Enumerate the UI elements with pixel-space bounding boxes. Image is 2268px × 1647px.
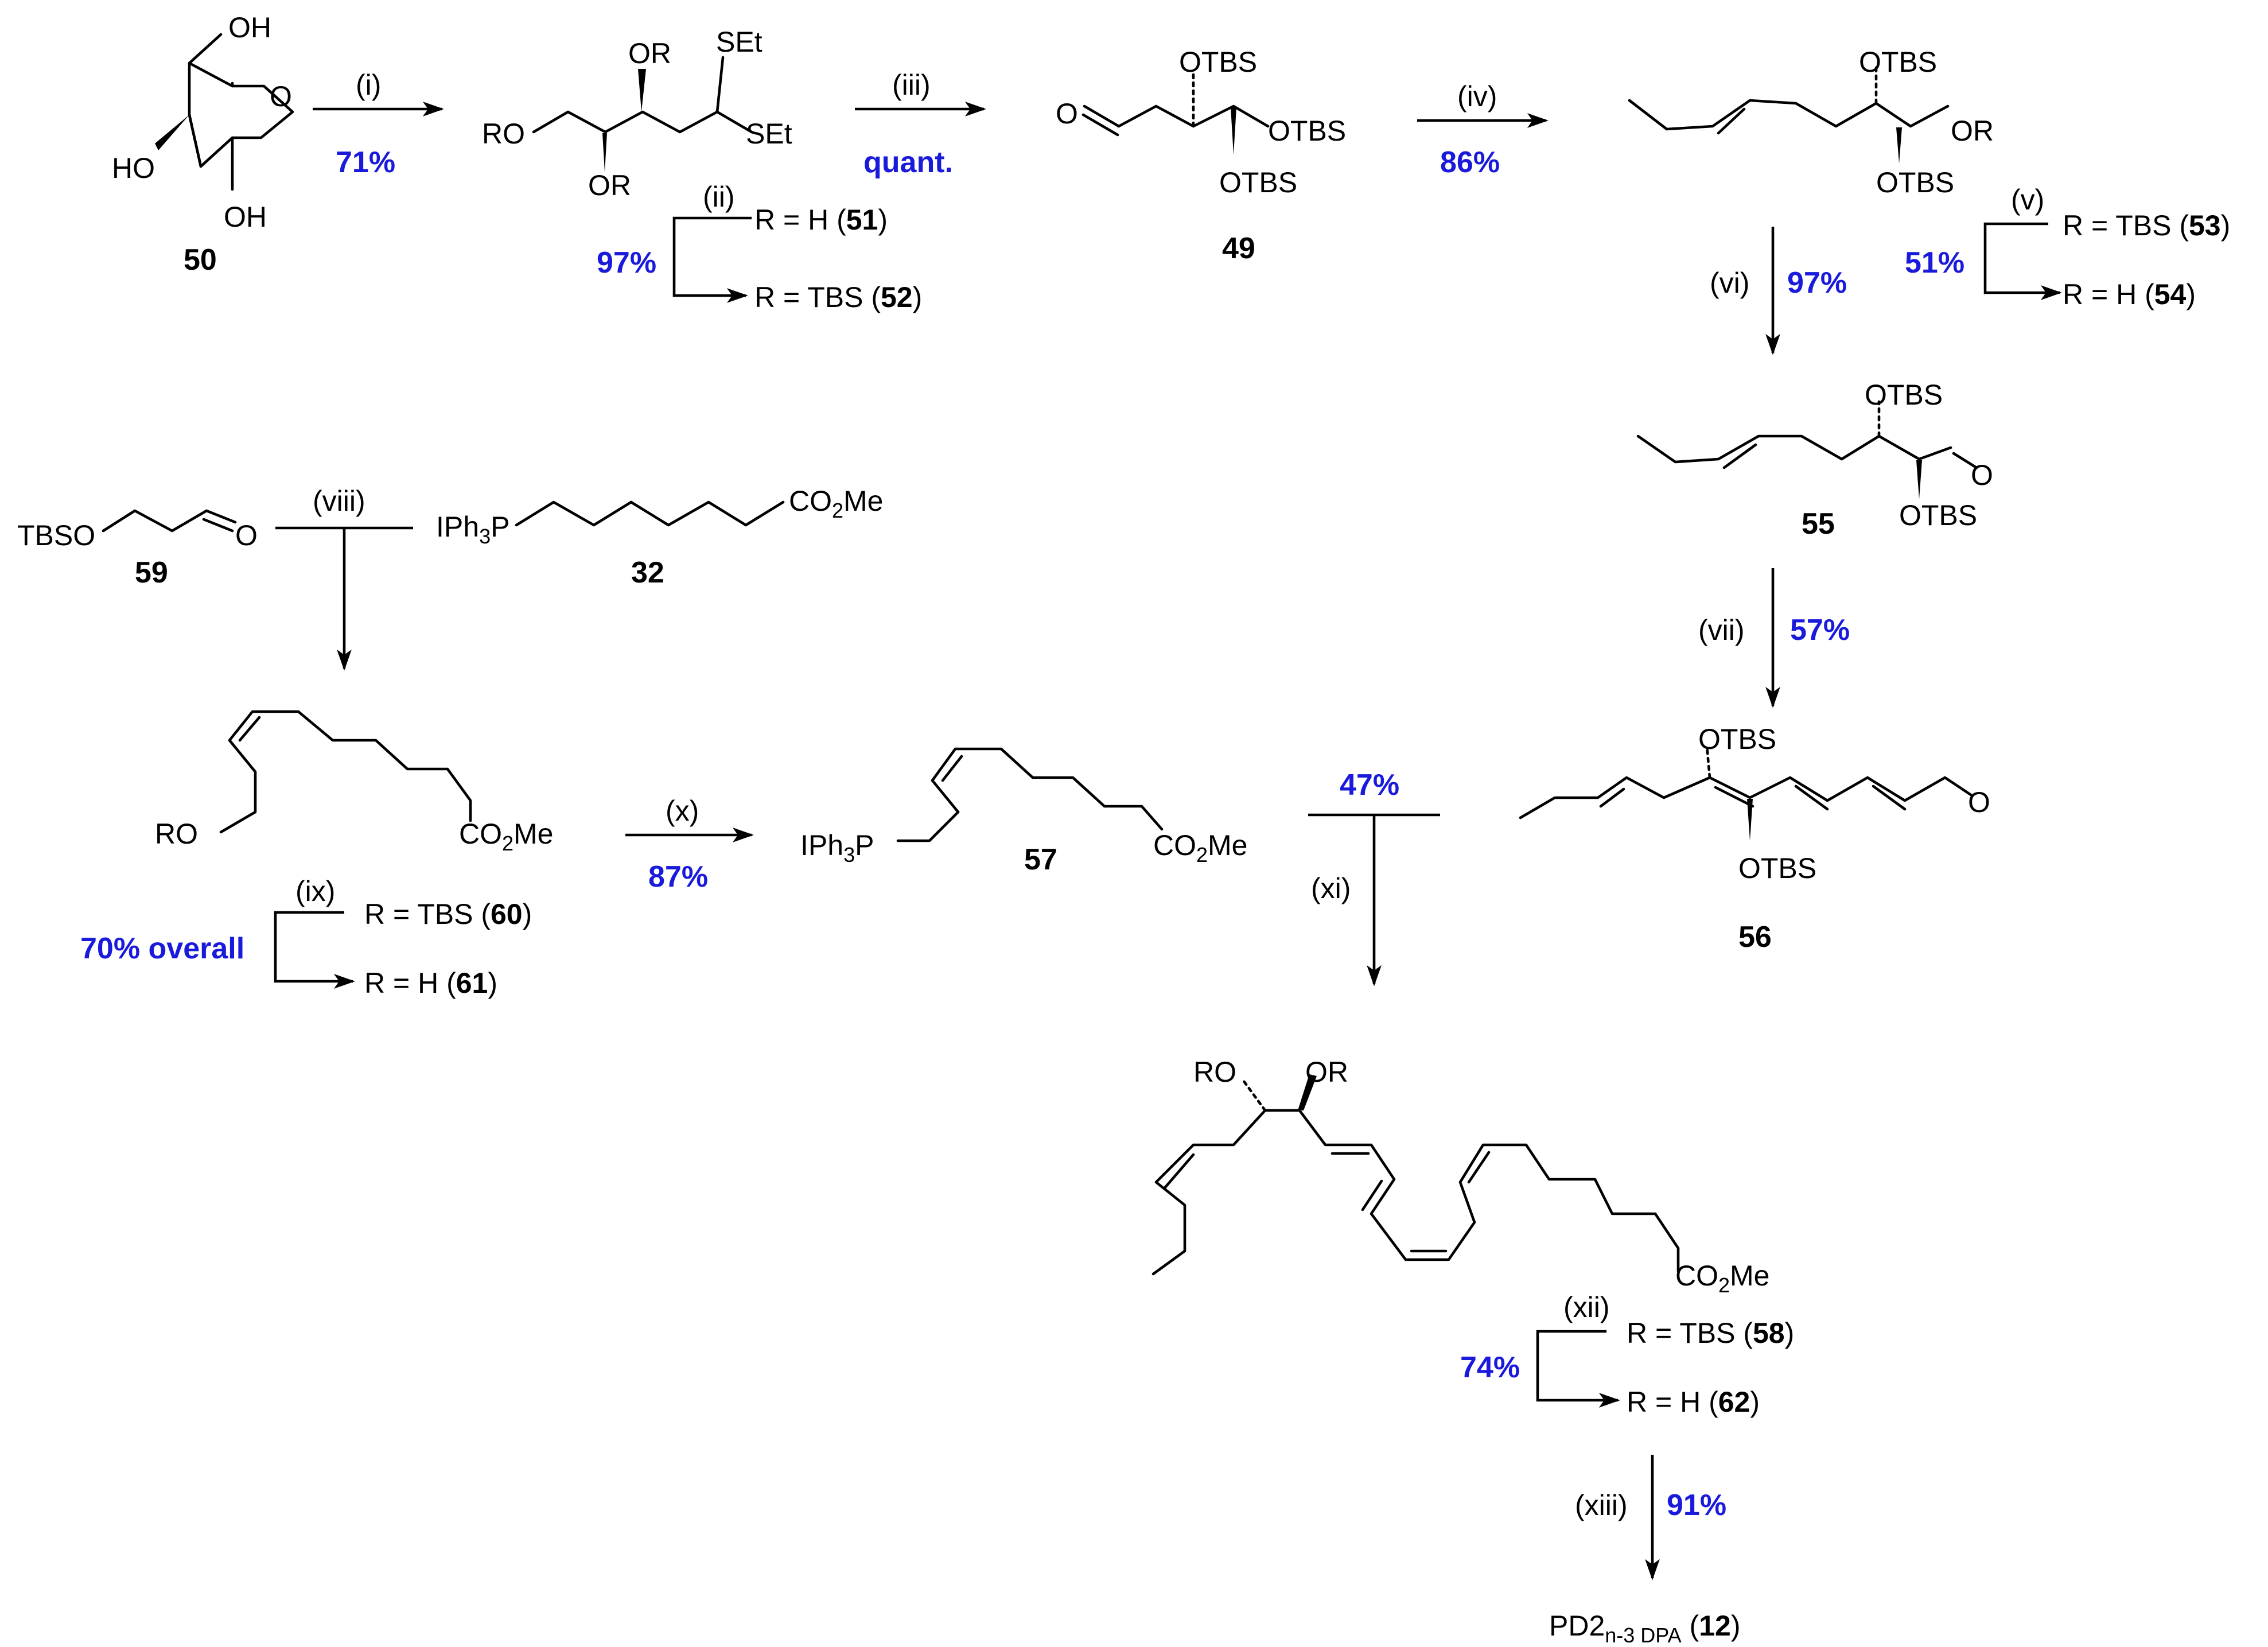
step-label: (xi): [1311, 872, 1351, 904]
atom-oh: OH: [224, 201, 267, 233]
compound-label-49: 49: [1222, 232, 1255, 265]
yield-label: 70% overall: [80, 932, 244, 965]
compound-label-56: 56: [1738, 920, 1772, 954]
atom-co2me: CO2Me: [1675, 1260, 1770, 1297]
atom-o: O: [270, 80, 292, 112]
step-label: (iv): [1457, 80, 1497, 112]
atom-o: O: [1056, 98, 1078, 130]
yield-label: quant.: [863, 146, 953, 179]
atom-otbs: OTBS: [1876, 166, 1954, 199]
r-definition-51: R = H (51): [754, 204, 888, 236]
step-label: (xii): [1563, 1291, 1610, 1323]
atom-co2me: CO2Me: [459, 818, 554, 855]
arrow-step-vii: (vii) 57%: [1698, 568, 1850, 708]
arrow-step-iv: (iv) 86%: [1417, 80, 1549, 179]
atom-otbs: OTBS: [1179, 46, 1257, 78]
yield-label: 57%: [1790, 613, 1850, 647]
atom-oh: OH: [228, 11, 271, 44]
step-label: (v): [2011, 184, 2044, 216]
atom-ro: RO: [155, 818, 198, 850]
compound-58-62: RO OR CO2Me: [1151, 1056, 1770, 1297]
atom-otbs: OTBS: [1865, 379, 1943, 411]
compound-label-50: 50: [184, 243, 217, 277]
arrow-step-v: (v) 51% R = TBS (53) R = H (54): [1905, 184, 2230, 310]
atom-ro: RO: [482, 118, 525, 150]
arrow-step-iii: (iii) quant.: [855, 69, 986, 179]
yield-label: 97%: [1787, 266, 1847, 300]
yield-label: 47%: [1340, 768, 1399, 802]
atom-otbs: OTBS: [1219, 166, 1297, 199]
compound-60-61: RO CO2Me: [155, 710, 554, 855]
compound-59: TBSO O 59: [17, 509, 258, 589]
yield-label: 97%: [597, 246, 656, 279]
r-definition-60: R = TBS (60): [364, 898, 532, 930]
compound-label-59: 59: [135, 556, 168, 589]
r-definition-62: R = H (62): [1627, 1386, 1760, 1418]
atom-iph3p: IPh3P: [800, 829, 874, 867]
r-definition-58: R = TBS (58): [1627, 1317, 1794, 1349]
atom-o: O: [235, 519, 258, 551]
atom-iph3p: IPh3P: [436, 511, 509, 548]
r-definition-53: R = TBS (53): [2063, 209, 2230, 242]
atom-otbs: OTBS: [1268, 115, 1346, 147]
compound-label-32: 32: [631, 556, 664, 589]
yield-label: 51%: [1905, 246, 1964, 279]
yield-label: 71%: [336, 146, 395, 179]
atom-otbs: OTBS: [1738, 852, 1816, 884]
arrow-step-xiii: (xiii) 91%: [1575, 1455, 1726, 1580]
arrow-step-vi: (vi) 97%: [1710, 227, 1847, 355]
compound-50: OH O HO OH 50: [112, 11, 294, 277]
atom-o: O: [1971, 459, 1993, 491]
step-label: (x): [666, 795, 699, 827]
compound-53-54: OTBS OTBS OR: [1628, 46, 1994, 199]
compound-57: IPh3P CO2Me 57: [800, 747, 1248, 876]
arrow-step-x: (x) 87%: [625, 795, 754, 894]
atom-or: OR: [628, 37, 671, 69]
r-definition-61: R = H (61): [364, 967, 497, 999]
compound-56: OTBS OTBS O 56: [1519, 723, 1990, 954]
compound-49: O OTBS OTBS OTBS 49: [1056, 46, 1346, 265]
atom-set: SEt: [716, 26, 763, 58]
r-definition-52: R = TBS (52): [754, 281, 922, 313]
arrow-step-xii: (xii) 74% R = TBS (58) R = H (62): [1460, 1291, 1794, 1418]
compound-32: IPh3P CO2Me 32: [436, 485, 884, 589]
yield-label: 91%: [1667, 1489, 1726, 1522]
arrow-step-ix: (ix) 70% overall R = TBS (60) R = H (61): [80, 875, 532, 999]
step-label: (i): [356, 69, 381, 101]
atom-co2me: CO2Me: [1153, 829, 1248, 867]
atom-tbso: TBSO: [17, 519, 95, 551]
atom-ro: RO: [1193, 1056, 1236, 1088]
compound-label-57: 57: [1024, 843, 1057, 876]
atom-otbs: OTBS: [1698, 723, 1776, 755]
step-label: (xiii): [1575, 1489, 1628, 1521]
atom-co2me: CO2Me: [789, 485, 884, 522]
atom-o: O: [1968, 786, 1990, 818]
final-product-label: PD2n-3 DPA (12): [1549, 1610, 1740, 1647]
yield-label: 74%: [1460, 1351, 1520, 1384]
atom-or: OR: [1951, 115, 1994, 147]
step-label: (iii): [892, 69, 931, 101]
step-label: (ii): [703, 181, 735, 213]
atom-otbs: OTBS: [1859, 46, 1937, 78]
step-label: (vi): [1710, 267, 1749, 299]
step-label: (vii): [1698, 614, 1745, 646]
compound-55: OTBS O OTBS 55: [1636, 379, 1993, 541]
atom-otbs: OTBS: [1899, 499, 1977, 531]
r-definition-54: R = H (54): [2063, 278, 2196, 310]
yield-label: 86%: [1440, 146, 1500, 179]
atom-ho: HO: [112, 152, 155, 184]
step-label: (viii): [313, 485, 365, 517]
arrow-step-ii: (ii) 97% R = H (51) R = TBS (52): [597, 181, 922, 313]
atom-or: OR: [1305, 1056, 1348, 1088]
yield-label: 87%: [648, 860, 708, 894]
compound-label-55: 55: [1802, 507, 1835, 541]
arrow-step-i: (i) 71%: [313, 69, 444, 179]
atom-or: OR: [588, 169, 631, 201]
atom-set: SEt: [746, 118, 792, 150]
arrow-step-xi: 47% (xi): [1308, 768, 1440, 986]
compound-51-52: RO OR OR SEt SEt: [482, 26, 792, 201]
step-label: (ix): [295, 875, 335, 907]
arrow-step-viii: (viii): [275, 485, 413, 671]
